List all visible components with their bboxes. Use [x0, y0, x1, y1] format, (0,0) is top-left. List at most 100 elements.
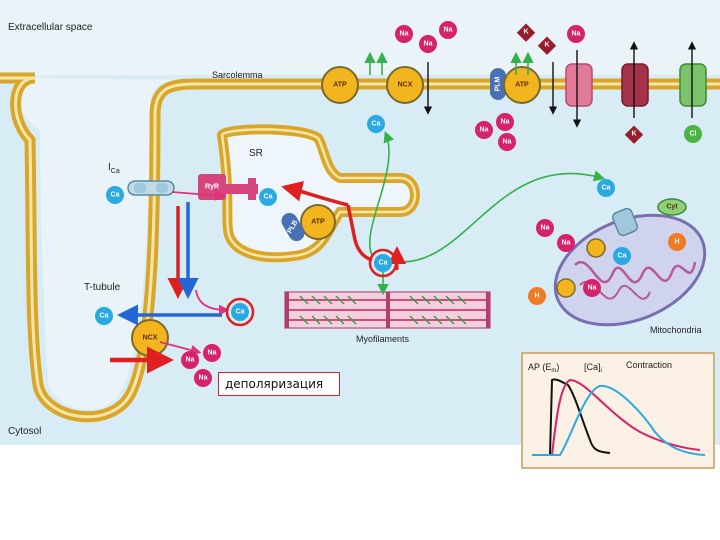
ion-na-ncx-2-label: Na: [208, 350, 217, 357]
ion-k-1-label: K: [523, 29, 528, 36]
ion-h-mito-label: H: [674, 239, 679, 246]
inset-contraction-label: Contraction: [626, 360, 672, 370]
ncx-exchanger-2-label: NCX: [143, 335, 158, 342]
ion-ca-pump: [367, 115, 385, 133]
ryr-label: RyR: [205, 184, 219, 191]
ion-na-ncx-1: [181, 351, 199, 369]
sarcoplasmic-reticulum: [216, 124, 420, 263]
ion-na-top-1: [395, 25, 413, 43]
l-type-ca-channel: [127, 180, 175, 196]
mitochondria-label: Mitochondria: [650, 325, 702, 335]
inset-ap-label: AP (Em): [528, 362, 559, 374]
ion-k-3: [624, 125, 644, 144]
pink-ca-flux-arrow: [171, 190, 226, 201]
myofilaments-label: Myofilaments: [356, 334, 410, 344]
sarcolemma-label: Sarcolemma: [212, 70, 263, 80]
plb-protein: [281, 212, 305, 242]
ttubule-lumen: [14, 78, 185, 410]
ion-k-2-label: K: [544, 42, 549, 49]
plm-label: PLM: [495, 76, 502, 91]
ion-na-mito-1: [536, 219, 554, 237]
ion-na-ncx-1-label: Na: [186, 357, 195, 364]
ttubule-label: T-tubule: [84, 282, 121, 293]
atp-pump-2-label: ATP: [515, 82, 529, 89]
ion-ca-ica: [106, 186, 124, 204]
sarcolemma-transporters: ATP NCX PLM ATP: [321, 63, 707, 107]
ion-na-mito-2: [557, 234, 575, 252]
ion-h-mito: [668, 233, 686, 251]
ion-na-top-2: [419, 35, 437, 53]
serca-pump: ATP PLB: [281, 204, 336, 242]
ion-ca-highlighted-1-label: Ca: [379, 260, 388, 267]
serca-atp-label: ATP: [311, 219, 325, 226]
extracellular-label: Extracellular space: [8, 22, 93, 33]
ion-na-mito-3: [583, 279, 601, 297]
k-channel: [621, 63, 649, 107]
ion-cl-label: Cl: [690, 131, 697, 138]
sr-label: SR: [249, 148, 263, 159]
ion-ca-ttubule: [95, 307, 113, 325]
mitochondrial-transporters: Cyt: [556, 198, 687, 298]
ion-ca-sr-label: Ca: [264, 194, 273, 201]
ncx-exchanger-1-label: NCX: [398, 82, 413, 89]
atp-pump-1-label: ATP: [333, 82, 347, 89]
cytosol-label: Cytosol: [8, 426, 41, 437]
ion-na-pump-2-label: Na: [501, 119, 510, 126]
ion-na-pump-3-label: Na: [503, 139, 512, 146]
ion-ca-highlighted-2-label: Ca: [236, 309, 245, 316]
ion-ca-pump-label: Ca: [372, 121, 381, 128]
depolarization-caption: деполяризация: [218, 372, 340, 396]
ica-label: ICa: [108, 162, 120, 175]
ion-h-outside-label: H: [534, 293, 539, 300]
ion-na-top-2-label: Na: [424, 41, 433, 48]
ion-na-pump-3: [498, 133, 516, 151]
atp-pump-2: [503, 66, 541, 104]
ion-ca-mito-in: [597, 179, 615, 197]
ncx-exchanger-1: [386, 66, 424, 104]
black-flux-arrows: [423, 41, 697, 128]
ion-na-top-3: [439, 21, 457, 39]
ion-na-mito-2-label: Na: [562, 240, 571, 247]
sarcolemma-membrane: [0, 72, 720, 423]
contraction-trace: [532, 384, 706, 456]
ion-k-1: [516, 23, 536, 42]
ion-na-pump-2: [496, 113, 514, 131]
ion-na-mito-3-label: Na: [588, 285, 597, 292]
cl-channel: [679, 63, 707, 107]
ion-na-mito-1-label: Na: [541, 225, 550, 232]
ion-na-top-1-label: Na: [400, 31, 409, 38]
ion-na-pump-1: [475, 121, 493, 139]
inset-frame: [521, 352, 715, 469]
ion-ca-mito: [613, 247, 631, 265]
ion-ca-highlighted-1: [374, 254, 392, 272]
ap-trace: [532, 378, 611, 456]
ion-ca-mito-in-label: Ca: [602, 185, 611, 192]
ion-ca-mito-label: Ca: [618, 253, 627, 260]
extracellular-background: [0, 0, 720, 75]
green-flux-arrows: [364, 51, 606, 296]
inset-ca-label: [Ca]i: [584, 362, 602, 374]
cyt-label: Cyt: [666, 204, 678, 211]
ca-highlight-ring-2: [225, 297, 255, 327]
ion-na-top-4: [567, 25, 585, 43]
ion-na-top-3-label: Na: [444, 27, 453, 34]
ion-na-ncx-3-label: Na: [199, 375, 208, 382]
plm-protein: [490, 68, 506, 100]
mito-uniporter: [611, 207, 639, 237]
ion-ca-highlighted-2: [231, 303, 249, 321]
inset-time-course: AP (Em) [Ca]i Contraction: [521, 352, 715, 469]
ions: Ca Ca Ca Ca Ca Ca Ca Ca Na Na Na Na Na N…: [95, 21, 702, 387]
ion-k-2: [537, 36, 557, 55]
highlight-arrows: [110, 180, 406, 374]
ion-h-outside: [528, 287, 546, 305]
mito-exchanger-2: [556, 278, 576, 298]
na-channel: [565, 63, 593, 107]
myofilaments: [284, 291, 491, 329]
ion-ca-sr: [259, 188, 277, 206]
serca-atp: [300, 204, 336, 240]
ion-ca-ttubule-label: Ca: [100, 313, 109, 320]
ion-na-pump-1-label: Na: [480, 127, 489, 134]
ca-highlight-ring-1: [368, 248, 398, 278]
pink-ncx-arrow: [159, 341, 202, 356]
cyt-protein: [657, 198, 687, 216]
